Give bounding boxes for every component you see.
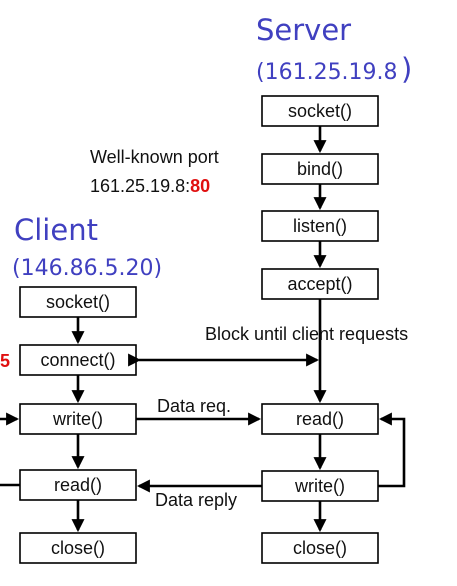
block-label: Block until client requests <box>205 324 408 344</box>
server-listen-box: listen() <box>261 210 379 242</box>
svg-text:read(): read() <box>296 409 344 429</box>
server-accept-box: accept() <box>261 268 379 300</box>
server-address-close: ) <box>401 52 412 86</box>
client-write-box: write() <box>19 403 137 435</box>
port-note-address: 161.25.19.8:80 <box>90 176 210 196</box>
svg-text:write(): write() <box>294 476 345 496</box>
client-address: (146.86.5.20) <box>12 256 162 281</box>
svg-text:socket(): socket() <box>46 292 110 312</box>
client-loop-arrow <box>0 412 20 487</box>
client-connect-box: connect() <box>19 344 137 376</box>
server-close-box: close() <box>261 532 379 564</box>
svg-text:read(): read() <box>54 475 102 495</box>
client-read-box: read() <box>19 469 137 501</box>
data-request-label: Data req. <box>157 396 231 416</box>
server-write-box: write() <box>261 470 379 502</box>
server-bind-box: bind() <box>261 153 379 185</box>
port-note-label: Well-known port <box>90 147 219 167</box>
svg-text:listen(): listen() <box>293 216 347 236</box>
svg-text:accept(): accept() <box>287 274 352 294</box>
svg-text:close(): close() <box>293 538 347 558</box>
server-read-box: read() <box>261 403 379 435</box>
port-number: 80 <box>190 176 210 196</box>
client-close-box: close() <box>19 532 137 564</box>
svg-text:close(): close() <box>51 538 105 558</box>
data-reply-label: Data reply <box>155 490 237 510</box>
server-socket-box: socket() <box>261 95 379 127</box>
server-address: (161.25.19.8 <box>256 60 398 85</box>
svg-text:write(): write() <box>52 409 103 429</box>
svg-text:connect(): connect() <box>40 350 115 370</box>
client-socket-box: socket() <box>19 286 137 318</box>
client-title: Client <box>14 213 98 247</box>
svg-text:bind(): bind() <box>297 159 343 179</box>
server-title: Server <box>256 13 351 47</box>
server-loop-arrow <box>378 412 406 488</box>
client-port-fragment: 5 <box>0 351 10 371</box>
svg-text:socket(): socket() <box>288 101 352 121</box>
